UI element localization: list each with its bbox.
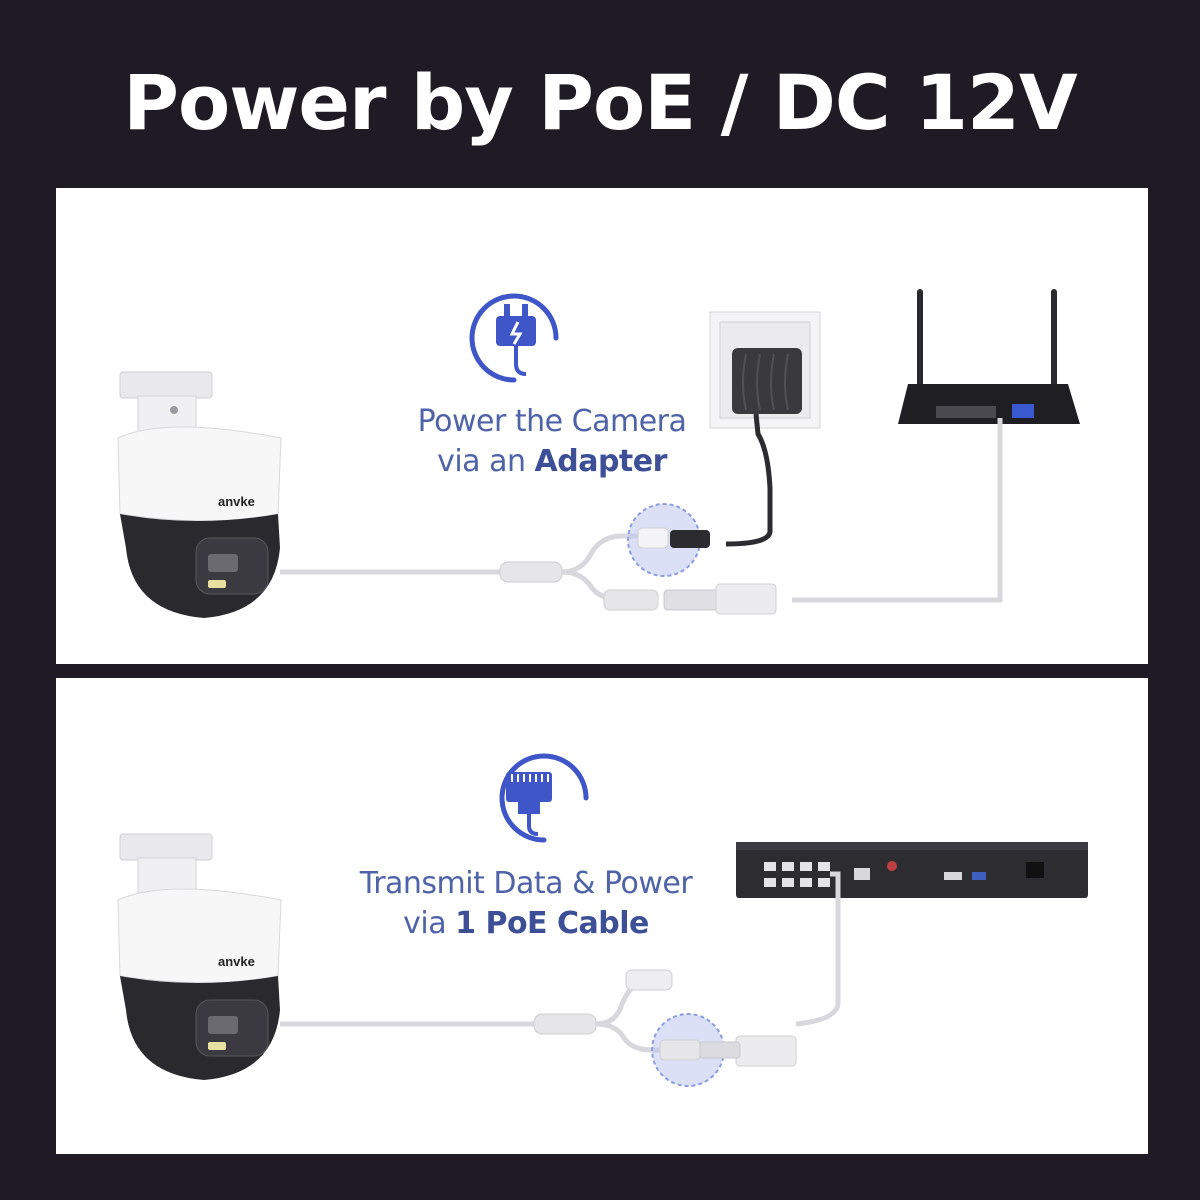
poe-power-panel: anvke bbox=[56, 678, 1148, 1154]
power-plug-icon bbox=[469, 293, 559, 383]
poe-caption-bold: 1 PoE Cable bbox=[455, 906, 649, 941]
poe-caption-line1: Transmit Data & Power bbox=[359, 866, 693, 901]
camera-brand: anvke bbox=[218, 494, 255, 509]
poe-diagram: anvke bbox=[117, 753, 1088, 1087]
camera-brand: anvke bbox=[218, 954, 255, 969]
router bbox=[792, 289, 1080, 603]
adapter-caption: Power the Camera via an Adapter bbox=[352, 402, 752, 482]
power-adapter bbox=[709, 311, 821, 547]
adapter-caption-prefix: via an bbox=[437, 444, 535, 479]
adapter-caption-line2: via an Adapter bbox=[352, 442, 752, 482]
camera bbox=[117, 833, 282, 1080]
cable-splitter bbox=[280, 533, 777, 615]
poe-caption-prefix: via bbox=[403, 906, 456, 941]
dc-connector-highlight bbox=[627, 503, 710, 577]
poe-caption-line2: via 1 PoE Cable bbox=[326, 904, 726, 944]
poe-connector-highlight bbox=[651, 1013, 741, 1087]
adapter-caption-line1: Power the Camera bbox=[417, 404, 687, 439]
nvr-recorder bbox=[736, 842, 1088, 1027]
poe-caption: Transmit Data & Power via 1 PoE Cable bbox=[326, 864, 726, 944]
adapter-diagram: anvke bbox=[117, 289, 1080, 618]
adapter-caption-bold: Adapter bbox=[534, 444, 668, 479]
page-title: Power by PoE / DC 12V bbox=[123, 58, 1077, 147]
adapter-power-panel: anvke bbox=[56, 188, 1148, 664]
camera bbox=[117, 371, 282, 618]
ethernet-connector-icon bbox=[499, 753, 589, 843]
